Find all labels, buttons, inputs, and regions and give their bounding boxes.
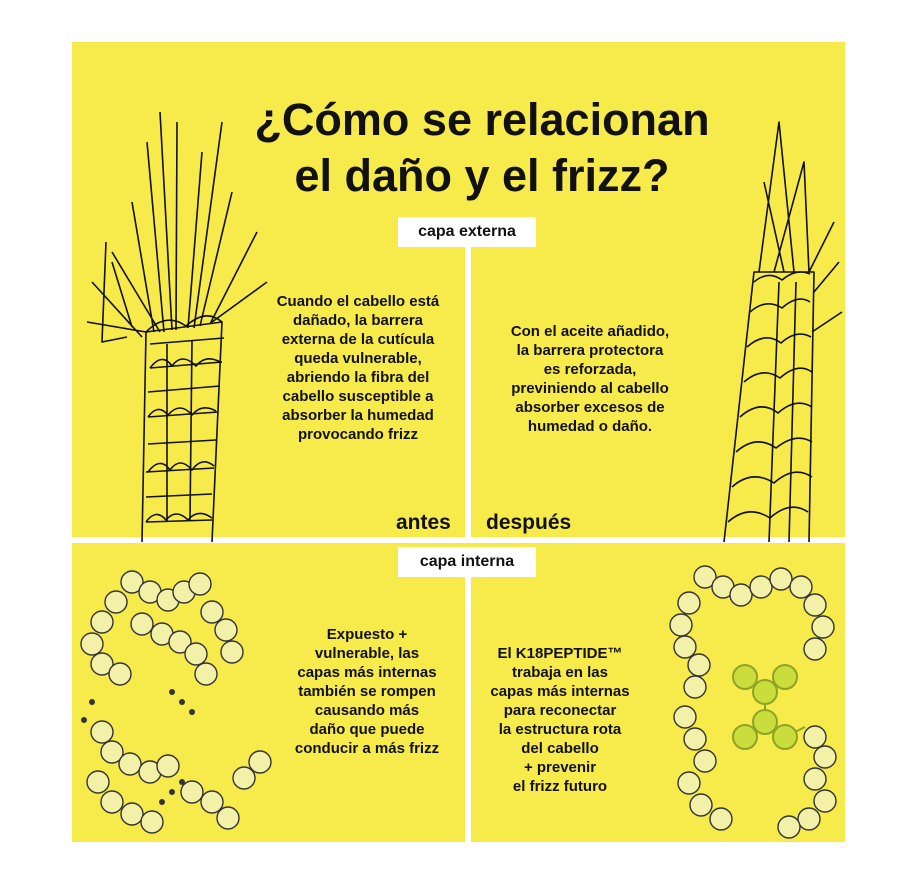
infographic: ¿Cómo se relacionan el daño y el frizz? [72,42,845,842]
damaged-hair-strand-icon [86,111,268,543]
text-line: el frizz futuro [512,778,608,795]
text-line: Expuesto + [326,626,408,643]
outer-after-description: Con el aceite añadido, la barrera protec… [490,322,690,436]
text-line: causando más [314,702,420,719]
text-line: es reforzada, [543,361,637,378]
text-line: provocando frizz [297,426,418,443]
text-line: la estructura rota [498,721,622,738]
text-line: Con el aceite añadido, [510,323,670,340]
page-title: ¿Cómo se relacionan el daño y el frizz? [222,92,742,204]
text-line: previniendo al cabello [511,380,669,397]
title-line-2: el daño y el frizz? [294,150,670,201]
title-line-1: ¿Cómo se relacionan [254,94,710,145]
text-line: humedad o daño. [527,418,653,435]
text-line: del cabello [521,740,599,757]
text-line: abriendo la fibra del [286,369,430,386]
horizontal-divider [72,537,845,543]
text-line: también se rompen [298,683,436,700]
text-line: la barrera protectora [516,342,664,359]
text-line: absorber la humedad [282,407,434,424]
text-line: trabaja en las [512,664,608,681]
text-line: dañado, la barrera [292,312,424,329]
broken-keratin-chain-icon [80,570,272,834]
inner-before-description: Expuesto + vulnerable, las capas más int… [277,625,457,758]
text-line: queda vulnerable, [294,350,422,367]
inner-layer-label: capa interna [398,547,536,577]
outer-layer-label: capa externa [398,217,536,247]
vertical-divider-top [465,247,471,542]
text-line: absorber excesos de [515,399,665,416]
text-line: conducir a más frizz [294,740,440,757]
outer-before-description: Cuando el cabello está dañado, la barrer… [248,292,468,444]
text-line: capas más internas [490,683,630,700]
repaired-keratin-chain-icon [669,565,837,839]
vertical-divider-bottom [465,577,471,842]
inner-after-description: El K18PEPTIDE™ trabaja en las capas más … [480,644,640,796]
healthy-hair-strand-icon [723,121,843,543]
text-line: El K18PEPTIDE™ [497,645,623,662]
text-line: Cuando el cabello está [276,293,440,310]
after-label: después [486,511,572,534]
text-line: para reconectar [503,702,617,719]
text-line: vulnerable, las [314,645,420,662]
text-line: cabello susceptible a [282,388,434,405]
text-line: + prevenir [523,759,597,776]
text-line: daño que puede [309,721,425,738]
text-line: capas más internas [297,664,437,681]
text-line: externa de la cutícula [281,331,435,348]
before-label: antes [396,511,451,534]
